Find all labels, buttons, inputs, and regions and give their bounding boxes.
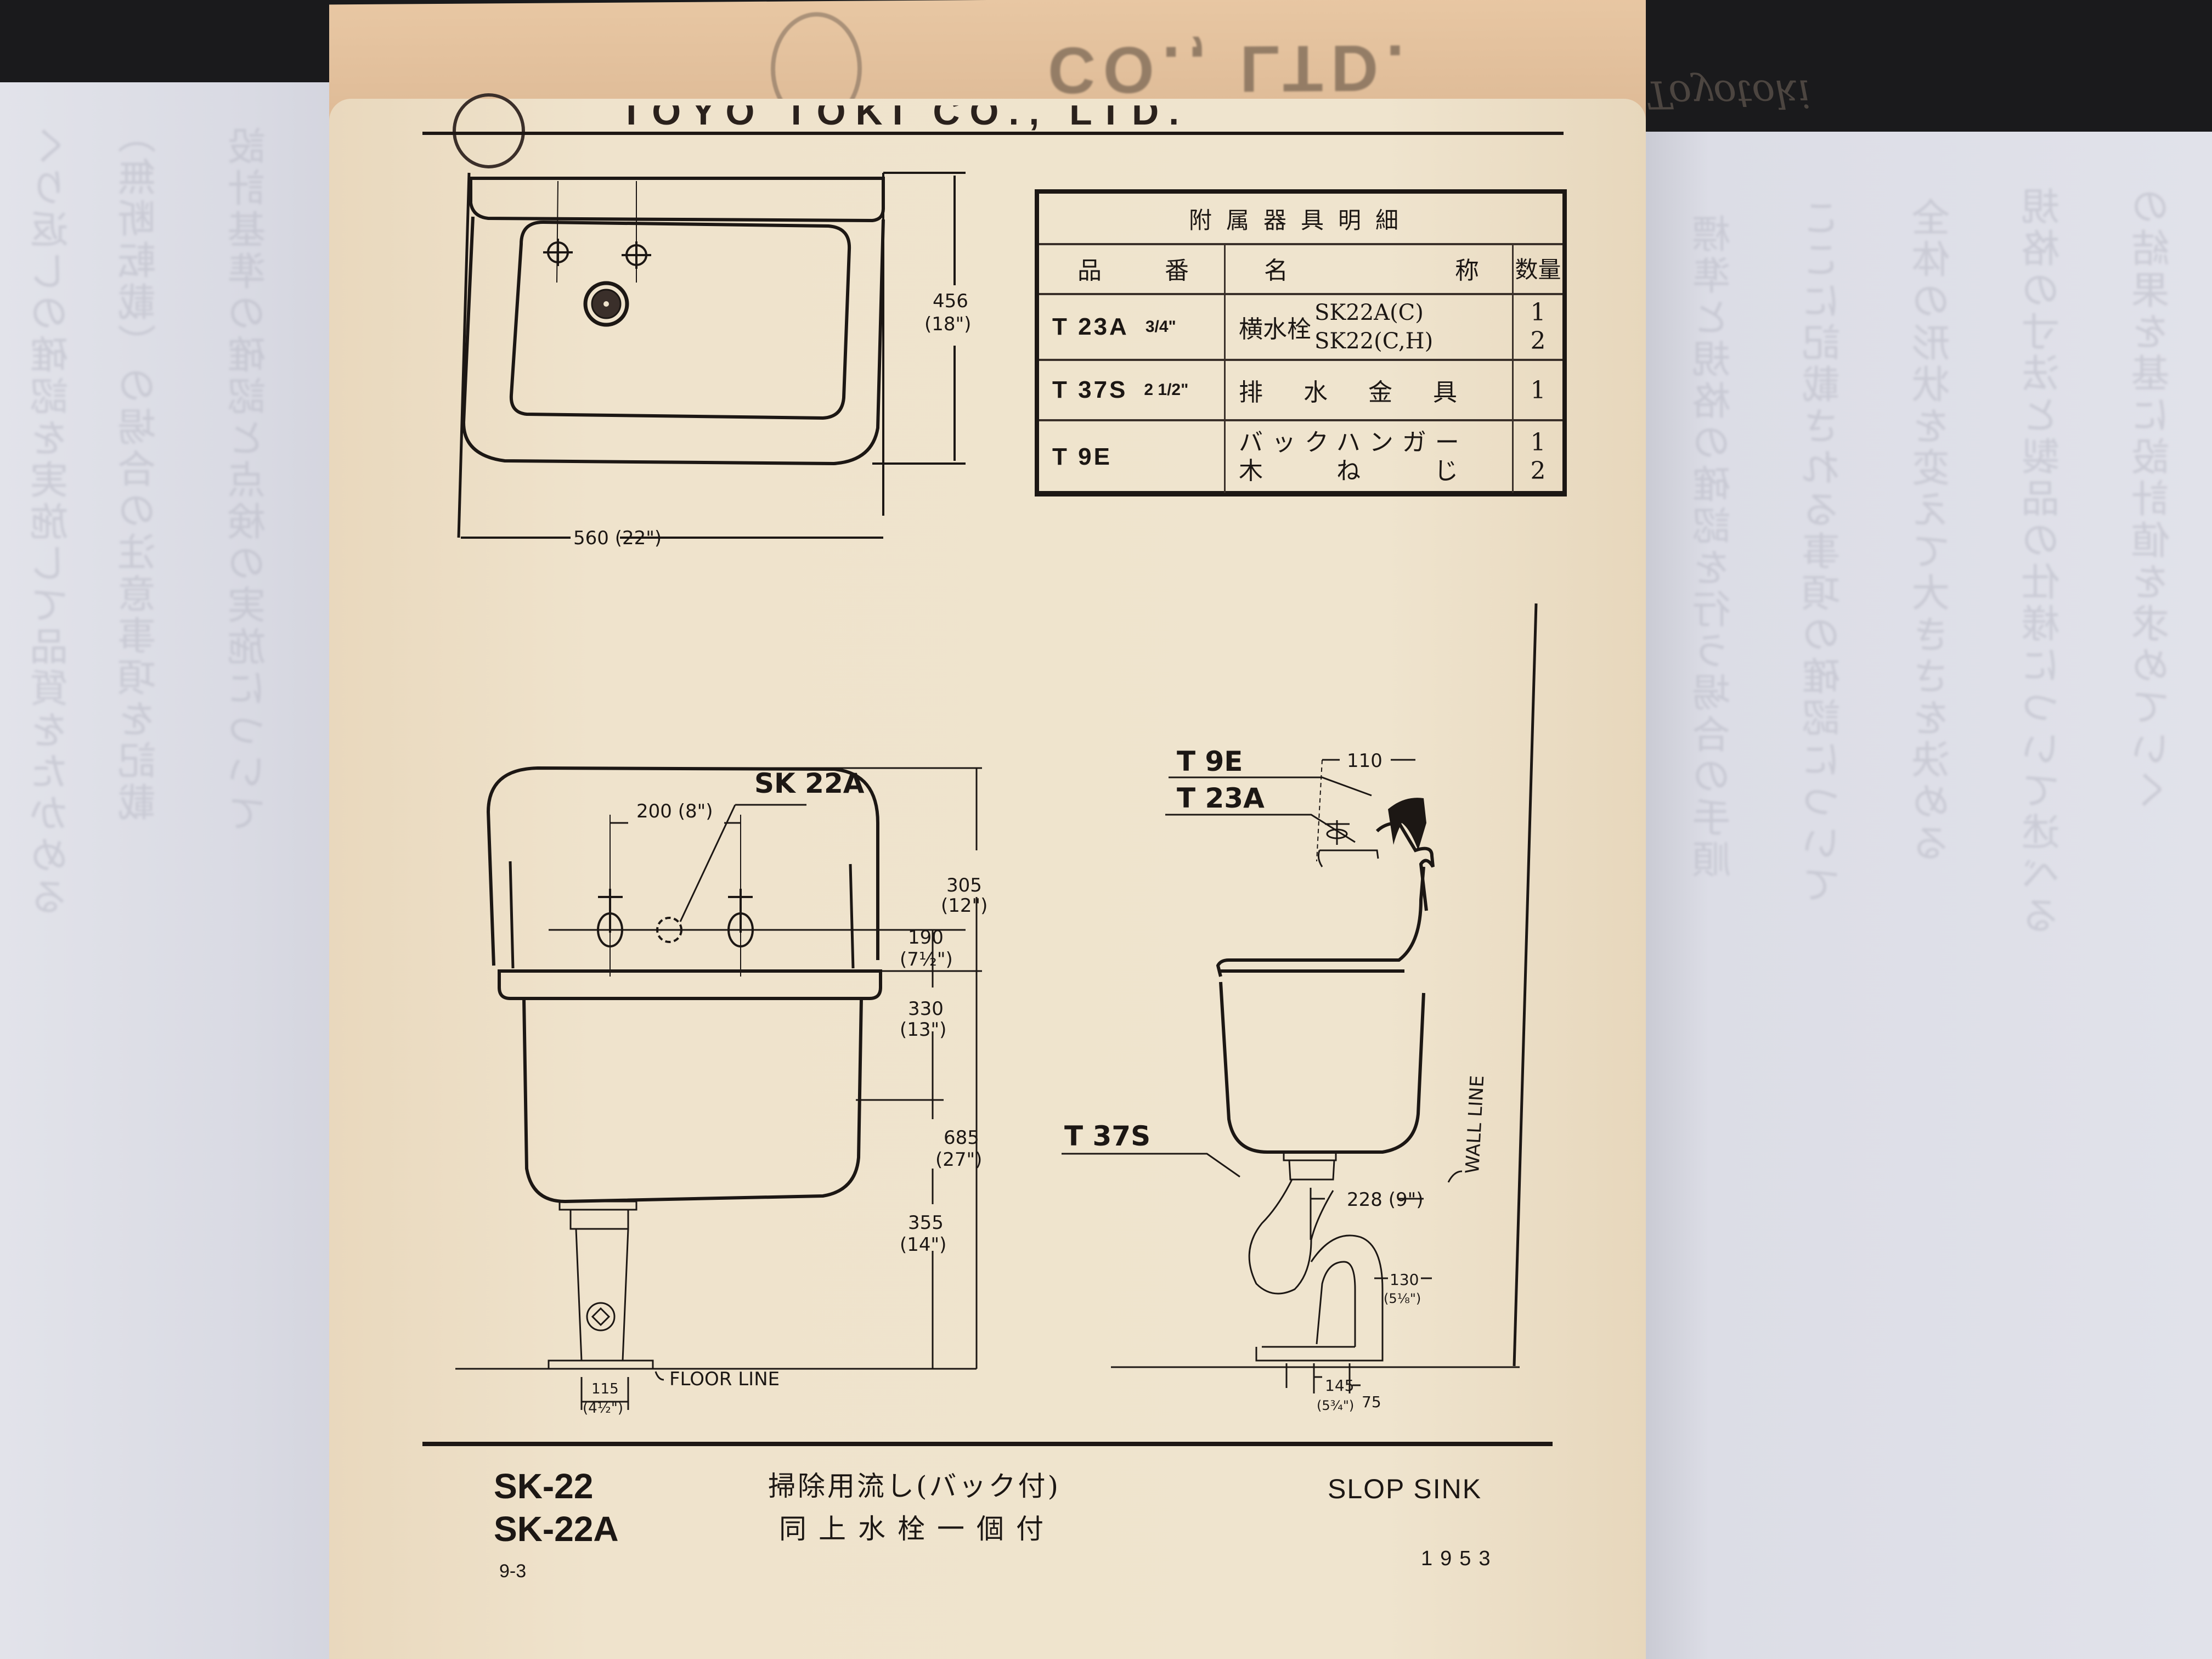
svg-text:(13"): (13")	[900, 1019, 946, 1041]
part-qty: 1	[1530, 376, 1546, 404]
part-number: T 23A	[1052, 313, 1129, 340]
part-size: 3/4"	[1145, 318, 1176, 336]
svg-text:305: 305	[946, 874, 982, 896]
svg-text:WALL LINE: WALL LINE	[1462, 1075, 1488, 1174]
show-through-text: 全体の形状を変えて大きさを決める	[1911, 198, 1956, 865]
show-through-text: ここに記載される事項の確認について	[1802, 198, 1847, 906]
parts-table: 附属器具明細 品 番 名 称 数量 T 23A 3/4" 横水栓 SK22A(C…	[1035, 189, 1567, 496]
show-through-text: くり返しの確認を実施して品質をたかめる	[30, 126, 75, 918]
part-number: T 9E	[1052, 443, 1112, 470]
background-page-right: 標準と規格の確認を行う場合の手順 ここに記載される事項の確認について 全体の形状…	[1640, 132, 2212, 1659]
company-seal-icon	[453, 93, 525, 168]
page-number: 9-3	[499, 1561, 527, 1582]
parts-table-title: 附属器具明細	[1039, 194, 1562, 245]
front-elevation-drawing: SK 22A 200 (8") 305 (12") 190 (7½") 330 …	[455, 766, 988, 1417]
publication-year: 1953	[1421, 1547, 1498, 1570]
part-name: 横水栓	[1239, 315, 1311, 343]
japanese-description: 掃除用流し(バック付) 同上水栓一個付	[768, 1470, 1061, 1545]
show-through-text: 標準と規格の確認を行う場合の手順	[1692, 214, 1737, 881]
svg-text:145: 145	[1325, 1376, 1354, 1395]
faucet-handle-icon	[543, 239, 651, 269]
svg-text:190: 190	[908, 927, 944, 949]
show-through-text: 設計基準の確認と点検の実施について	[227, 126, 272, 835]
part-qty: 1	[1530, 298, 1546, 326]
svg-text:456: 456	[933, 290, 968, 312]
drain-pedestal	[548, 1200, 654, 1370]
signature: Toyotoki	[1646, 71, 1811, 117]
svg-text:FLOOR LINE: FLOOR LINE	[669, 1368, 780, 1390]
part-size: 2 1/2"	[1144, 381, 1189, 399]
part-name: 排 水 金 具	[1239, 379, 1474, 407]
svg-text:(18"): (18")	[924, 313, 971, 335]
svg-text:355: 355	[908, 1212, 944, 1234]
svg-text:(27"): (27")	[935, 1149, 982, 1171]
faucet-icon	[1317, 820, 1379, 867]
svg-text:(4½"): (4½")	[583, 1400, 623, 1417]
table-header-row: 品 番 名 称 数量	[1039, 243, 1562, 295]
svg-text:(12"): (12")	[941, 895, 988, 917]
model-numbers: SK-22 SK-22A	[494, 1465, 619, 1550]
model-sk22a: SK-22A	[494, 1509, 619, 1549]
company-name: TOYO TOKI CO., LTD.	[620, 91, 1189, 133]
svg-text:T 23A: T 23A	[1177, 782, 1265, 814]
table-row: T 37S 2 1/2" 排 水 金 具 1	[1039, 361, 1562, 421]
drain-strainer-icon	[583, 281, 629, 327]
part-name: バックハンガー	[1239, 428, 1468, 456]
header-part-no: 品 番	[1039, 243, 1226, 293]
part-qty: 1	[1530, 428, 1546, 456]
table-row: T 9E バックハンガー 木 ね じ 1 2	[1039, 421, 1562, 493]
svg-text:(5⅛"): (5⅛")	[1384, 1291, 1421, 1306]
svg-text:200 (8"): 200 (8")	[636, 800, 713, 822]
model-sk22: SK-22	[494, 1466, 594, 1506]
footer-rule	[422, 1442, 1553, 1446]
part-qty: 2	[1530, 327, 1546, 355]
part-variant: SK22A(C)	[1314, 300, 1424, 325]
side-elevation-drawing: T 9E T 23A T 37S 110 228 (9") 130 (5⅛") …	[1062, 603, 1538, 1413]
p-trap	[1248, 1152, 1384, 1362]
header-name: 名 称	[1226, 243, 1514, 293]
svg-text:(7½"): (7½")	[900, 949, 953, 970]
part-name: 木 ね じ	[1239, 457, 1491, 485]
svg-text:560 (22"): 560 (22")	[573, 527, 662, 549]
svg-text:T 37S: T 37S	[1064, 1120, 1150, 1152]
svg-text:685: 685	[944, 1127, 979, 1149]
header-rule	[422, 132, 1564, 135]
part-variant: SK22(C,H)	[1314, 329, 1434, 354]
svg-text:228 (9"): 228 (9")	[1347, 1189, 1424, 1211]
show-through-text: 規格の寸法と製品の仕様について述べる	[2021, 187, 2066, 937]
header-qty: 数量	[1515, 256, 1561, 283]
show-through-text: （無断転載）の場合の注意事項を記載	[117, 115, 162, 824]
svg-text:SK 22A: SK 22A	[754, 768, 865, 799]
svg-text:330: 330	[908, 998, 944, 1020]
catalog-page: TOYO TOKI CO., LTD. 456 (18") 560 (22")	[329, 93, 1646, 1659]
svg-text:(5¾"): (5¾")	[1317, 1398, 1354, 1413]
part-number: T 37S	[1052, 376, 1128, 403]
svg-text:130: 130	[1390, 1271, 1419, 1289]
part-qty: 2	[1530, 457, 1546, 485]
svg-text:75: 75	[1362, 1393, 1381, 1411]
svg-text:115: 115	[591, 1381, 619, 1397]
english-description: SLOP SINK	[1328, 1474, 1482, 1504]
table-row: T 23A 3/4" 横水栓 SK22A(C) SK22(C,H) 1 2	[1039, 295, 1562, 361]
svg-text:T 9E: T 9E	[1177, 746, 1243, 777]
svg-text:110: 110	[1347, 750, 1383, 772]
svg-text:(14"): (14")	[900, 1234, 946, 1256]
plan-view-drawing: 456 (18") 560 (22")	[457, 172, 971, 549]
back-hanger-bracket	[1388, 798, 1426, 850]
show-through-text: の結果を基に設計値を求めていく	[2131, 187, 2176, 812]
